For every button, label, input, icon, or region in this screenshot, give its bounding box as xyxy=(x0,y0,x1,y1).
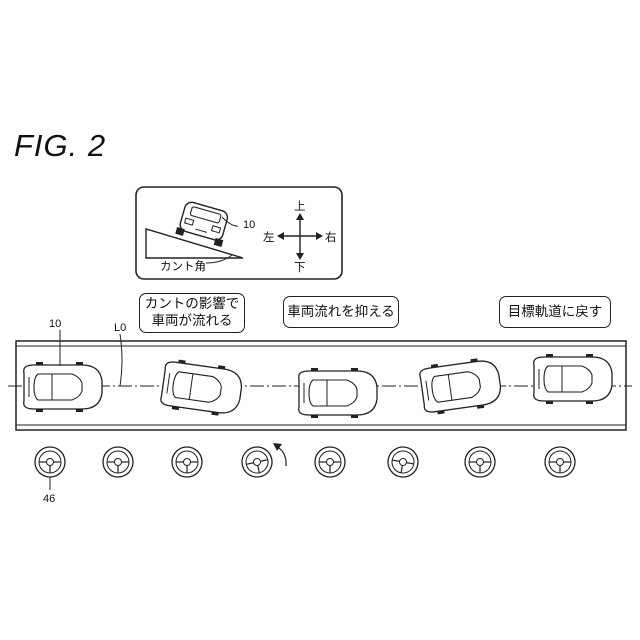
direction-left: 左 xyxy=(263,229,275,245)
direction-right: 右 xyxy=(325,229,337,245)
callout-drift-line-2: 車両が流れる xyxy=(145,313,240,330)
direction-down: 下 xyxy=(294,259,306,275)
slope-label: カント角 xyxy=(160,258,206,274)
inset-vehicle-ref: 10 xyxy=(243,219,255,231)
callout-suppress-line-1: 車両流れを抑える xyxy=(287,304,395,321)
steering-wheel-3 xyxy=(172,447,202,477)
wheel-ref-label: 46 xyxy=(43,493,55,505)
callout-suppress: 車両流れを抑える xyxy=(283,296,399,328)
steering-wheel-8 xyxy=(545,447,575,477)
steering-wheel-1 xyxy=(35,447,65,477)
line-ref-label: L0 xyxy=(114,322,126,334)
vehicle-3 xyxy=(299,368,377,418)
steering-wheel-2 xyxy=(103,447,133,477)
steering-wheel-7 xyxy=(465,447,495,477)
vehicle-1 xyxy=(24,362,102,412)
vehicle-5 xyxy=(534,354,612,404)
callout-return-line-1: 目標軌道に戻す xyxy=(508,304,603,321)
callout-return: 目標軌道に戻す xyxy=(499,296,611,328)
direction-up: 上 xyxy=(294,198,306,214)
steering-wheel-5 xyxy=(315,447,345,477)
callout-drift: カントの影響で 車両が流れる xyxy=(139,293,245,333)
steering-wheel-4 xyxy=(239,444,275,480)
callout-drift-line-1: カントの影響で xyxy=(145,296,240,313)
vehicle-ref-label: 10 xyxy=(49,318,61,330)
steering-wheel-6 xyxy=(386,445,421,480)
